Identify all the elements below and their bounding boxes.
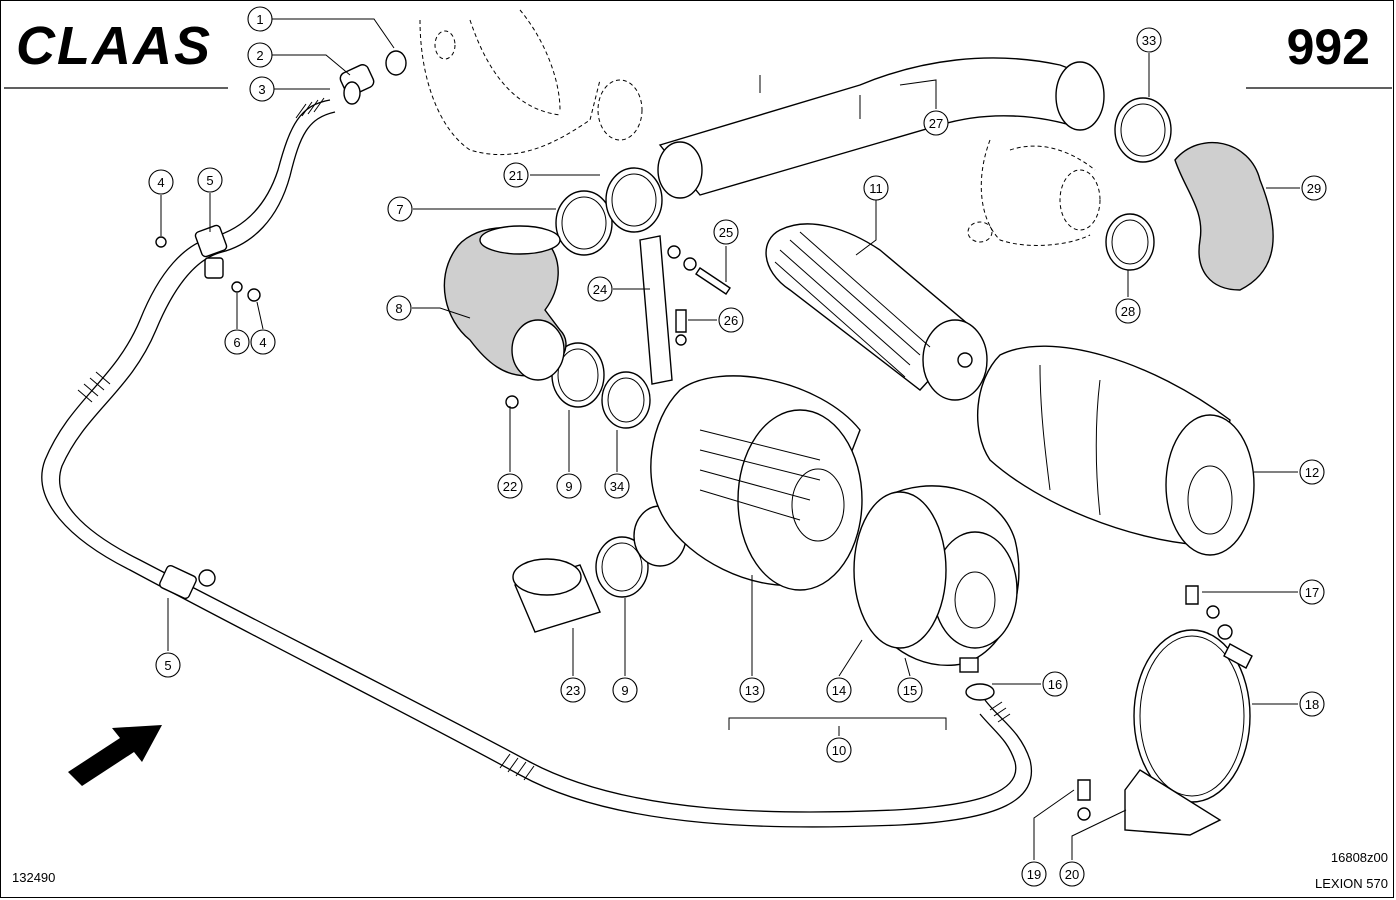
callout-7: 7 (387, 196, 413, 222)
svg-text:16: 16 (1048, 677, 1062, 692)
callout-34: 34 (604, 473, 630, 499)
callout-11: 11 (863, 175, 889, 201)
hose-29 (1174, 141, 1274, 291)
svg-text:29: 29 (1307, 181, 1321, 196)
svg-text:21: 21 (509, 168, 523, 183)
footer: 132490 16808z00 LEXION 570 (12, 850, 1388, 891)
svg-text:27: 27 (929, 116, 943, 131)
svg-text:18: 18 (1305, 697, 1319, 712)
elbow-hose-8 (443, 225, 567, 409)
callout-12: 12 (1299, 459, 1325, 485)
clamp-band-18 (1077, 585, 1253, 836)
svg-text:20: 20 (1065, 867, 1079, 882)
callout-6: 6 (224, 329, 250, 355)
callout-29: 29 (1301, 175, 1327, 201)
brand-logo: CLAAS (16, 16, 212, 76)
hose-clamps (159, 224, 228, 600)
callout-21: 21 (503, 162, 529, 188)
svg-text:13: 13 (745, 683, 759, 698)
hose-clamps-ring (551, 97, 1172, 598)
svg-text:23: 23 (566, 683, 580, 698)
svg-text:9: 9 (565, 479, 572, 494)
svg-text:26: 26 (724, 313, 738, 328)
header: CLAAS 992 (4, 16, 1392, 89)
svg-text:6: 6 (233, 335, 240, 350)
page-number: 992 (1287, 19, 1370, 75)
filter-cartridge-12 (976, 345, 1255, 556)
callout-5b: 5 (155, 652, 181, 678)
callout-13: 13 (739, 677, 765, 703)
callout-2: 2 (247, 42, 273, 68)
svg-text:3: 3 (258, 82, 265, 97)
callout-5: 5 (197, 167, 223, 193)
svg-text:4: 4 (157, 175, 164, 190)
cover-15 (853, 485, 1020, 701)
callout-20: 20 (1059, 861, 1085, 887)
svg-text:5: 5 (164, 658, 171, 673)
direction-arrow-icon (68, 725, 162, 786)
svg-text:28: 28 (1121, 304, 1135, 319)
filter-element-11 (765, 223, 988, 401)
model-name: LEXION 570 (1315, 876, 1388, 891)
svg-text:2: 2 (256, 48, 263, 63)
bracket-24 (639, 235, 731, 385)
callout-18: 18 (1299, 691, 1325, 717)
svg-text:12: 12 (1305, 465, 1319, 480)
svg-text:34: 34 (610, 479, 624, 494)
callout-17: 17 (1299, 579, 1325, 605)
image-number: 132490 (12, 870, 55, 885)
callout-22: 22 (497, 473, 523, 499)
callout-4: 4 (148, 169, 174, 195)
callout-33: 33 (1136, 27, 1162, 53)
callout-25: 25 (713, 219, 739, 245)
callout-10: 10 (826, 737, 852, 763)
callout-3: 3 (249, 76, 275, 102)
svg-text:1: 1 (256, 12, 263, 27)
callout-16: 16 (1042, 671, 1068, 697)
pipe-27 (657, 57, 1105, 199)
callout-bubbles: 1 2 3 4 5 6 4 7 8 9 9 10 11 12 13 14 15 … (148, 6, 1327, 887)
callout-28: 28 (1115, 298, 1141, 324)
svg-text:10: 10 (832, 743, 846, 758)
svg-text:14: 14 (832, 683, 846, 698)
svg-text:9: 9 (621, 683, 628, 698)
callout-9: 9 (556, 473, 582, 499)
callout-15: 15 (897, 677, 923, 703)
filter-housing-13 (650, 375, 863, 591)
callout-14: 14 (826, 677, 852, 703)
callout-4b: 4 (250, 329, 276, 355)
leader-lines (160, 18, 1300, 860)
callout-19: 19 (1021, 861, 1047, 887)
svg-text:5: 5 (206, 173, 213, 188)
svg-text:25: 25 (719, 225, 733, 240)
callout-23: 23 (560, 677, 586, 703)
callout-26: 26 (718, 307, 744, 333)
svg-text:11: 11 (869, 181, 883, 196)
callout-24: 24 (587, 276, 613, 302)
svg-text:19: 19 (1027, 867, 1041, 882)
svg-text:8: 8 (395, 301, 402, 316)
small-parts-top-left (155, 50, 407, 302)
svg-text:24: 24 (593, 282, 607, 297)
callout-9b: 9 (612, 677, 638, 703)
svg-text:4: 4 (259, 335, 266, 350)
callout-8: 8 (386, 295, 412, 321)
svg-text:15: 15 (903, 683, 917, 698)
svg-text:7: 7 (396, 202, 403, 217)
svg-text:17: 17 (1305, 585, 1319, 600)
drawing-code: 16808z00 (1331, 850, 1388, 865)
callout-1: 1 (247, 6, 273, 32)
svg-text:22: 22 (503, 479, 517, 494)
svg-text:33: 33 (1142, 33, 1156, 48)
dashed-outline-top (419, 9, 1101, 246)
callout-27: 27 (923, 110, 949, 136)
